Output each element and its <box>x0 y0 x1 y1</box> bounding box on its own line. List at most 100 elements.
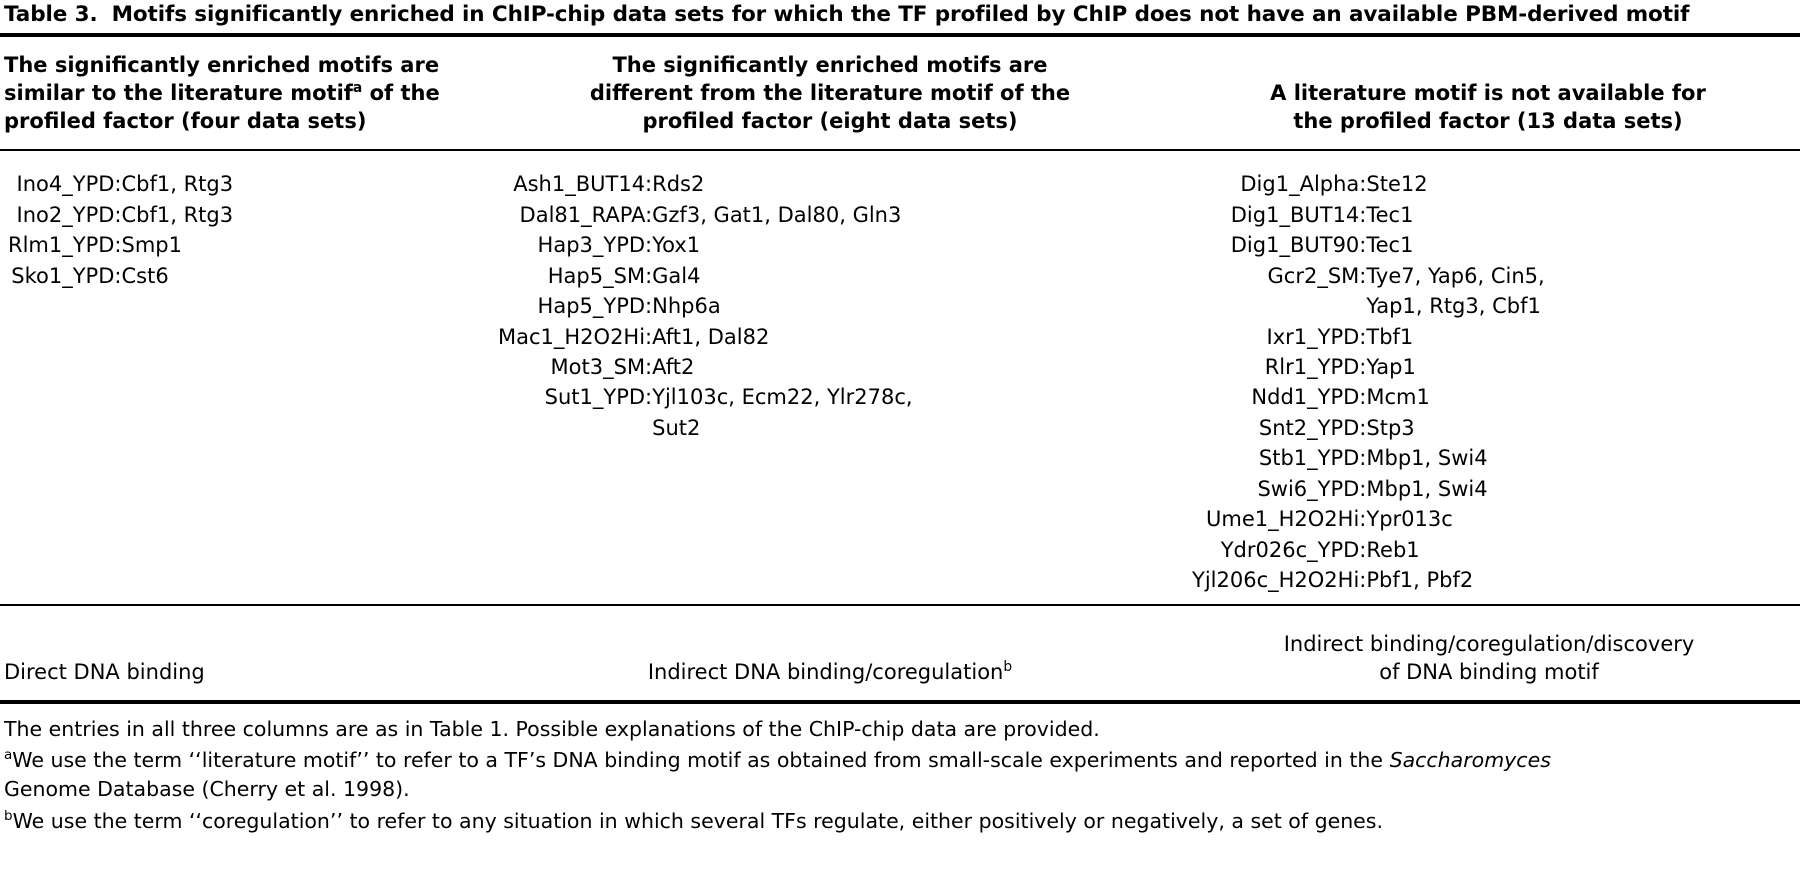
column-header-1-line2: similar to the literature motifa of the <box>4 79 480 107</box>
entry-row: Yjl206c_H2O2Hi:Pbf1, Pbf2 <box>1192 565 1545 595</box>
entry-row: Hap5_YPD:Nhp6a <box>498 291 913 321</box>
entry-value: Nhp6a <box>652 294 721 319</box>
column-header-1-line1: The significantly enriched motifs are <box>4 53 440 77</box>
entry-row: Stb1_YPD:Mbp1, Swi4 <box>1192 443 1545 473</box>
entry-value: Reb1 <box>1366 537 1420 562</box>
entry-value: Tec1 <box>1366 233 1414 258</box>
footnote-b-marker: b <box>4 807 13 824</box>
entry-value: Tye7, Yap6, Cin5, <box>1366 263 1545 288</box>
footnote-a-part2: Genome Database (Cherry et al. 1998). <box>4 777 410 802</box>
table-caption: Table 3.Motifs significantly enriched in… <box>0 0 1800 33</box>
entry-row: Dal81_RAPA:Gzf3, Gat1, Dal80, Gln3 <box>498 200 913 230</box>
column-header-2-line3: profiled factor (eight data sets) <box>642 109 1018 134</box>
entry-key: Swi6_YPD: <box>1257 476 1367 501</box>
entry-row: Hap3_YPD:Yox1 <box>498 230 913 260</box>
entry-row: Snt2_YPD:Stp3 <box>1192 413 1545 443</box>
footnote-b-text: We use the term ‘‘coregulation’’ to refe… <box>12 808 1383 833</box>
entry-row: Rlm1_YPD:Smp1 <box>8 230 233 260</box>
summary-col2: Indirect DNA binding/coregulationb <box>480 658 1180 686</box>
column-header-1-line3: profiled factor (four data sets) <box>4 109 367 134</box>
footnote-a: aWe use the term ‘‘literature motif’’ to… <box>0 745 1800 805</box>
entry-value: Mbp1, Swi4 <box>1366 476 1488 501</box>
rule-under-header <box>0 149 1800 152</box>
entry-value: Rds2 <box>652 172 705 197</box>
entry-row: Ino4_YPD:Cbf1, Rtg3 <box>8 169 234 199</box>
entry-key: Dig1_Alpha: <box>1240 172 1367 197</box>
entry-key: Snt2_YPD: <box>1258 415 1367 440</box>
table-header-row: The significantly enriched motifs are si… <box>0 37 1800 149</box>
entry-value: Tec1 <box>1366 202 1414 227</box>
table-caption-text: Motifs significantly enriched in ChIP-ch… <box>111 2 1690 27</box>
entry-key-spacer <box>1192 291 1366 321</box>
entry-key: Yjl206c_H2O2Hi: <box>1192 568 1367 593</box>
entry-key: Ino2_YPD: <box>16 202 122 227</box>
entry-value: Cbf1, Rtg3 <box>121 172 234 197</box>
column-header-1-line2-pre: similar to the literature motif <box>4 81 353 106</box>
entry-row: Ino2_YPD:Cbf1, Rtg3 <box>8 200 234 230</box>
entry-value: Cst6 <box>121 263 169 288</box>
entry-key: Ino4_YPD: <box>16 172 122 197</box>
column-header-1-line2-post: of the <box>362 81 440 106</box>
entry-key: Ash1_BUT14: <box>513 172 653 197</box>
entry-key: Rlr1_YPD: <box>1264 355 1367 379</box>
summary-col3: Indirect binding/coregulation/discovery … <box>1180 630 1800 687</box>
footnote-a-part1: We use the term ‘‘literature motif’’ to … <box>12 748 1390 773</box>
footnotes: The entries in all three columns are as … <box>0 704 1800 836</box>
entry-key: Hap3_YPD: <box>537 233 653 258</box>
entry-row: Dig1_Alpha:Ste12 <box>1192 169 1545 199</box>
entry-value: Aft1, Dal82 <box>652 324 770 349</box>
rule-bottom <box>0 700 1800 705</box>
summary-col3-line2: of DNA binding motif <box>1379 659 1599 684</box>
entry-key: Dal81_RAPA: <box>519 202 653 227</box>
entry-key: Dig1_BUT90: <box>1230 233 1367 258</box>
footnote-a-marker: a <box>4 747 13 764</box>
entry-row: Hap5_SM:Gal4 <box>498 261 913 291</box>
entry-key: Rlm1_YPD: <box>8 233 122 258</box>
entry-key-spacer <box>498 413 652 443</box>
entry-value-continuation: Sut2 <box>652 415 701 440</box>
entry-key: Mot3_SM: <box>550 355 653 379</box>
entry-key: Hap5_YPD: <box>537 294 653 319</box>
entry-key: Hap5_SM: <box>547 263 653 288</box>
entry-value: Mbp1, Swi4 <box>1366 446 1488 471</box>
rule-above-summary <box>0 603 1800 606</box>
entry-row: Mac1_H2O2Hi:Aft1, Dal82 <box>498 322 913 352</box>
entry-row: Dig1_BUT14:Tec1 <box>1192 200 1545 230</box>
entry-value: Cbf1, Rtg3 <box>121 202 234 227</box>
entry-value-continuation: Yap1, Rtg3, Cbf1 <box>1366 294 1541 319</box>
entry-value: Yox1 <box>652 233 701 258</box>
entry-key: Mac1_H2O2Hi: <box>498 324 653 349</box>
entry-value: Gal4 <box>652 263 701 288</box>
column-header-2: The significantly enriched motifs are di… <box>480 51 1180 135</box>
entry-row: Ydr026c_YPD:Reb1 <box>1192 535 1545 565</box>
entry-row: Ixr1_YPD:Tbf1 <box>1192 322 1545 352</box>
entry-key: Sko1_YPD: <box>11 263 122 288</box>
rule-top <box>0 33 1800 37</box>
summary-col2-text: Indirect DNA binding/coregulation <box>647 659 1004 684</box>
column-header-3: A literature motif is not available for … <box>1180 51 1800 135</box>
entry-key: Ydr026c_YPD: <box>1220 537 1367 562</box>
entry-row: Swi6_YPD:Mbp1, Swi4 <box>1192 474 1545 504</box>
entry-key: Gcr2_SM: <box>1267 263 1367 288</box>
entry-row: Rlr1_YPD:Yap1 <box>1192 352 1545 382</box>
entry-value: Stp3 <box>1366 415 1415 440</box>
entry-key: Sut1_YPD: <box>544 385 653 410</box>
column-header-2-line1: The significantly enriched motifs are <box>612 53 1048 77</box>
entry-value: Ypr013c <box>1366 507 1453 532</box>
entry-value: Smp1 <box>121 233 182 258</box>
column-header-3-line1: A literature motif is not available for <box>1270 81 1706 106</box>
footnote-marker-b: b <box>1003 658 1013 675</box>
entry-value: Yjl103c, Ecm22, Ylr278c, <box>652 385 913 410</box>
entry-value: Tbf1 <box>1366 324 1414 349</box>
entry-value: Pbf1, Pbf2 <box>1366 568 1474 593</box>
column-header-1: The significantly enriched motifs are si… <box>0 51 480 135</box>
entry-value: Ste12 <box>1366 172 1428 197</box>
entry-row: Sko1_YPD:Cst6 <box>8 261 233 291</box>
